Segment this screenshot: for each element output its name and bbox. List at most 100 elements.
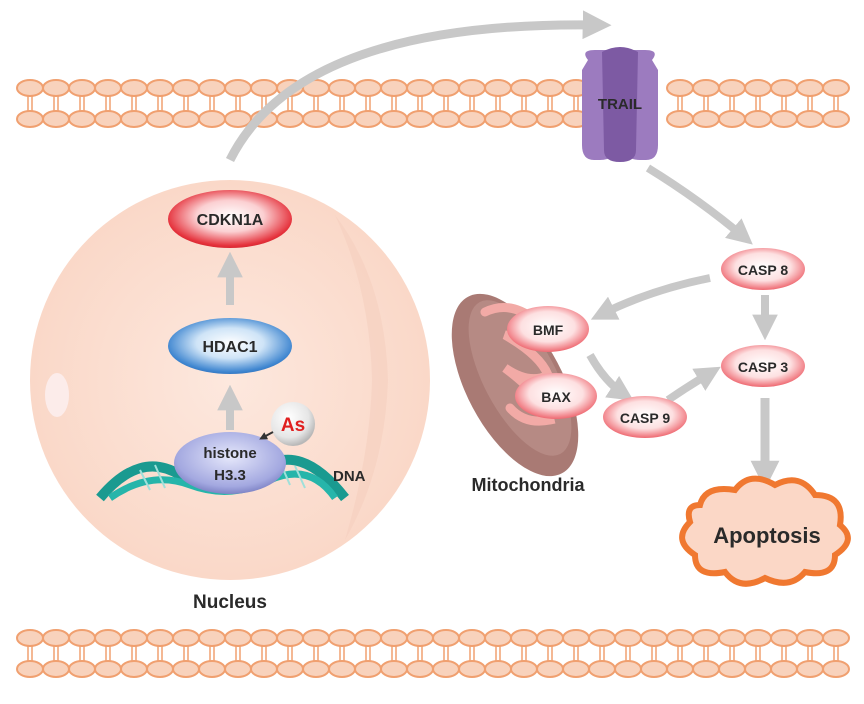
lipid-head [302, 629, 330, 647]
lipid-head [484, 629, 512, 647]
trail-receptor: TRAIL [582, 47, 658, 162]
lipid-head [146, 110, 174, 128]
lipid-head [562, 660, 590, 678]
lipid-head [822, 79, 850, 97]
lipid-head [640, 629, 668, 647]
arsenic-molecule: As [259, 402, 315, 446]
lipid-head [562, 629, 590, 647]
lipid-head [640, 660, 668, 678]
lipid-head [718, 629, 746, 647]
lipid-head [822, 629, 850, 647]
histone-label-line1: histone [203, 445, 256, 462]
lipid-head [770, 629, 798, 647]
lipid-head [536, 79, 564, 97]
lipid-head [94, 629, 122, 647]
lipid-head [510, 660, 538, 678]
lipid-head [198, 660, 226, 678]
lipid-head [250, 79, 278, 97]
arrow-trail-to-casp8 [645, 164, 753, 245]
lipid-head [614, 629, 642, 647]
lipid-head [276, 110, 304, 128]
histone-h33-node: histone H3.3 [174, 432, 286, 494]
hdac1-label: HDAC1 [202, 339, 257, 356]
lipid-head [198, 79, 226, 97]
bax-node: BAX [515, 373, 597, 419]
cell-membrane-top [16, 79, 850, 128]
lipid-head [536, 629, 564, 647]
cdkn1a-label: CDKN1A [197, 212, 264, 229]
lipid-head [42, 660, 70, 678]
lipid-head [770, 660, 798, 678]
lipid-head [250, 629, 278, 647]
arrow-as-to-histone [259, 431, 274, 440]
cell-membrane-bottom [16, 629, 850, 678]
lipid-head [666, 660, 694, 678]
lipid-head [614, 660, 642, 678]
lipid-head [432, 660, 460, 678]
lipid-head [484, 110, 512, 128]
lipid-head [458, 110, 486, 128]
lipid-head [458, 629, 486, 647]
mitochondria-label: Mitochondria [472, 475, 586, 495]
lipid-head [432, 110, 460, 128]
trail-label: TRAIL [598, 96, 642, 113]
bax-label: BAX [541, 389, 571, 405]
lipid-head [42, 629, 70, 647]
lipid-head [94, 660, 122, 678]
lipid-head [224, 79, 252, 97]
lipid-head [536, 110, 564, 128]
lipid-head [744, 629, 772, 647]
lipid-head [510, 79, 538, 97]
lipid-head [146, 660, 174, 678]
lipid-head [16, 110, 44, 128]
apoptosis-label: Apoptosis [713, 523, 821, 548]
lipid-head [354, 629, 382, 647]
lipid-head [666, 79, 694, 97]
lipid-head [666, 110, 694, 128]
arrow-bmf-to-casp9 [586, 353, 634, 401]
lipid-head [822, 110, 850, 128]
lipid-head [224, 660, 252, 678]
bmf-label: BMF [533, 322, 564, 338]
lipid-head [406, 629, 434, 647]
lipid-head [432, 79, 460, 97]
lipid-head [94, 79, 122, 97]
lipid-head [172, 660, 200, 678]
lipid-head [796, 110, 824, 128]
lipid-head [692, 629, 720, 647]
lipid-head [692, 110, 720, 128]
apoptosis-cloud: Apoptosis [679, 475, 851, 587]
lipid-head [302, 110, 330, 128]
lipid-head [536, 660, 564, 678]
lipid-head [120, 629, 148, 647]
lipid-head [198, 110, 226, 128]
lipid-head [224, 110, 252, 128]
lipid-head [16, 660, 44, 678]
lipid-head [588, 660, 616, 678]
lipid-head [172, 110, 200, 128]
lipid-head [458, 79, 486, 97]
lipid-head [510, 629, 538, 647]
lipid-head [172, 79, 200, 97]
lipid-head [718, 110, 746, 128]
casp8-node: CASP 8 [721, 248, 805, 290]
lipid-head [328, 660, 356, 678]
dna-label: DNA [333, 468, 366, 485]
lipid-head [744, 660, 772, 678]
lipid-head [432, 629, 460, 647]
lipid-head [380, 660, 408, 678]
lipid-head [328, 629, 356, 647]
lipid-head [770, 110, 798, 128]
arrow-cdkn1a-to-trail [225, 10, 612, 163]
lipid-head [250, 660, 278, 678]
histone-label-line2: H3.3 [214, 467, 246, 484]
lipid-head [744, 79, 772, 97]
lipid-head [198, 629, 226, 647]
lipid-head [718, 660, 746, 678]
lipid-head [224, 629, 252, 647]
lipid-head [666, 629, 694, 647]
lipid-head [68, 660, 96, 678]
lipid-head [354, 660, 382, 678]
casp8-label: CASP 8 [738, 262, 789, 278]
